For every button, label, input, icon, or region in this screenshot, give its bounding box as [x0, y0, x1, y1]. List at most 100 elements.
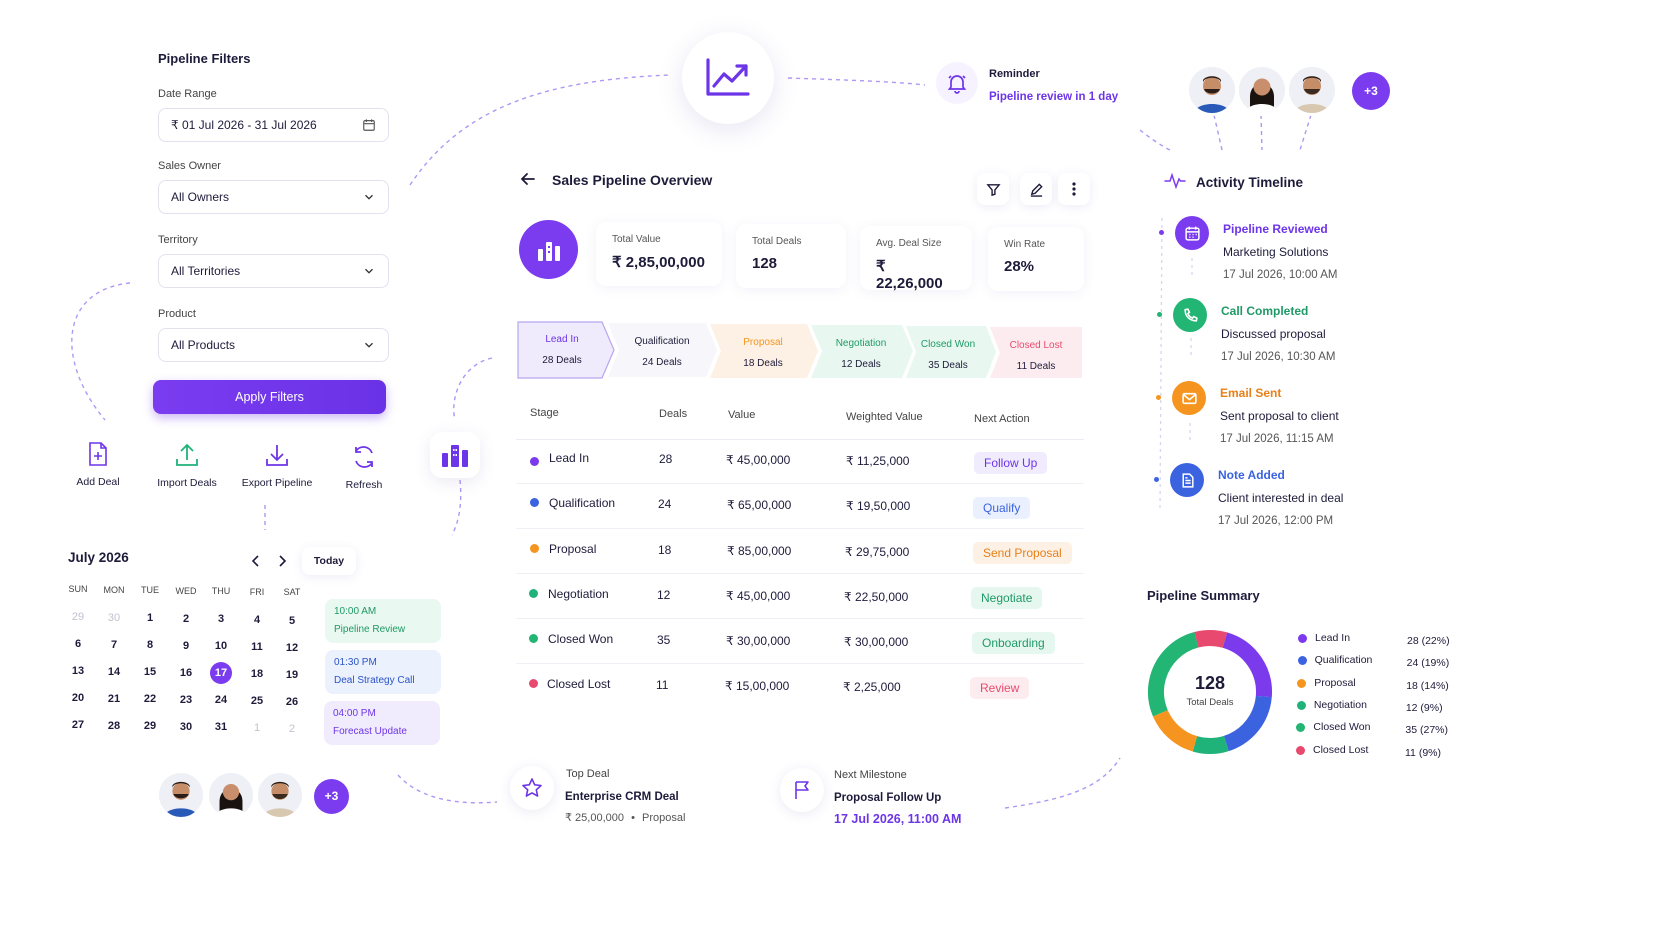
action-pill[interactable]: Onboarding	[972, 632, 1055, 654]
calendar-day[interactable]: 19	[285, 668, 299, 681]
stage-negotiation[interactable]: Negotiation 12 Deals	[816, 326, 906, 382]
apply-filters-button[interactable]: Apply Filters	[153, 380, 386, 414]
date-range-label: Date Range	[158, 88, 217, 100]
calendar-day[interactable]: 3	[217, 613, 225, 626]
calendar-day[interactable]: 2	[288, 722, 296, 735]
donut-slice-negotiation[interactable]	[1144, 626, 1276, 758]
calendar-day[interactable]: 26	[285, 695, 299, 708]
stage-closed-lost[interactable]: Closed Lost 11 Deals	[994, 328, 1078, 384]
calendar-day[interactable]: 29	[71, 611, 85, 623]
calendar-day[interactable]: 30	[107, 611, 121, 624]
calendar-day[interactable]: 15	[143, 666, 157, 679]
calendar-day[interactable]: 1	[146, 612, 154, 625]
product-select[interactable]: All Products	[158, 328, 389, 362]
calendar-day[interactable]: 14	[107, 665, 121, 678]
today-button[interactable]: Today	[302, 547, 356, 575]
calendar-day[interactable]: 24	[214, 694, 228, 707]
calendar-day[interactable]: 4	[253, 614, 261, 626]
table-row[interactable]: Proposal 18 ₹ 85,00,000 ₹ 29,75,000 Send…	[516, 530, 1084, 574]
avatar	[156, 770, 206, 820]
prev-month-button[interactable]	[248, 553, 264, 569]
calendar-day[interactable]: 28	[107, 719, 121, 732]
calendar-day[interactable]: 21	[107, 692, 121, 705]
table-row[interactable]: Negotiation 12 ₹ 45,00,000 ₹ 22,50,000 N…	[516, 575, 1084, 619]
calendar-day[interactable]: 17	[210, 662, 232, 685]
donut-slice-closed-won[interactable]	[1144, 626, 1276, 758]
refresh-button[interactable]: Refresh	[324, 443, 404, 491]
table-row[interactable]: Closed Lost 11 ₹ 15,00,000 ₹ 2,25,000 Re…	[516, 665, 1084, 709]
timeline-item[interactable]: Note Added Client interested in deal 17 …	[1218, 468, 1418, 527]
calendar-day[interactable]: 29	[143, 720, 157, 733]
timeline-icon-badge	[1172, 381, 1206, 415]
calendar-day[interactable]: 7	[110, 638, 118, 651]
calendar-day[interactable]: 11	[251, 641, 263, 653]
row-stage: Closed Won	[548, 632, 614, 646]
timeline-item[interactable]: Call Completed Discussed proposal 17 Jul…	[1221, 304, 1421, 363]
calendar-day[interactable]: 18	[250, 668, 264, 680]
row-deals: 28	[659, 452, 673, 466]
calendar-day[interactable]: 8	[146, 639, 154, 652]
calendar-day[interactable]: 27	[71, 719, 85, 731]
next-month-button[interactable]	[274, 553, 290, 569]
stage-closed-won[interactable]: Closed Won 35 Deals	[906, 327, 990, 383]
event-pipeline-review[interactable]: 10:00 AM Pipeline Review	[325, 599, 441, 643]
calendar-day[interactable]: 20	[71, 692, 85, 704]
calendar-day[interactable]: 2	[182, 612, 190, 625]
event-deal-strategy-call[interactable]: 01:30 PM Deal Strategy Call	[325, 650, 441, 694]
table-row[interactable]: Qualification 24 ₹ 65,00,000 ₹ 19,50,000…	[516, 485, 1084, 529]
more-members-badge[interactable]: +3	[314, 779, 349, 814]
timeline-item[interactable]: Pipeline Reviewed Marketing Solutions 17…	[1223, 222, 1423, 281]
action-pill[interactable]: Follow Up	[974, 452, 1048, 474]
action-pill[interactable]: Review	[970, 677, 1030, 699]
edit-button[interactable]	[1020, 173, 1052, 205]
more-members-badge[interactable]: +3	[1352, 72, 1390, 110]
import-deals-button[interactable]: Import Deals	[147, 441, 227, 489]
filter-button[interactable]	[977, 173, 1009, 205]
calendar-day[interactable]: 12	[285, 641, 299, 654]
calendar-day[interactable]: 30	[179, 720, 193, 733]
calendar-day[interactable]: 9	[182, 639, 190, 652]
more-options-button[interactable]	[1058, 173, 1090, 205]
calendar-day[interactable]: 31	[214, 721, 228, 734]
team-avatars-top[interactable]: +3	[1186, 62, 1406, 118]
team-avatars-bottom[interactable]: +3	[156, 770, 356, 824]
top-deal-card[interactable]: Top Deal Enterprise CRM Deal ₹ 25,00,000…	[510, 760, 740, 830]
table-row[interactable]: Lead In 28 ₹ 45,00,000 ₹ 11,25,000 Follo…	[516, 440, 1084, 484]
milestone-card[interactable]: Next Milestone Proposal Follow Up 17 Jul…	[780, 762, 1000, 832]
territory-select[interactable]: All Territories	[158, 254, 389, 288]
calendar-day[interactable]: 23	[179, 693, 193, 706]
back-arrow-icon[interactable]	[519, 170, 537, 188]
calendar-day[interactable]: 5	[288, 614, 296, 627]
date-range-input[interactable]: ₹ 01 Jul 2026 - 31 Jul 2026	[158, 108, 389, 142]
action-pill[interactable]: Send Proposal	[973, 542, 1072, 564]
action-pill[interactable]: Negotiate	[971, 587, 1043, 609]
calendar-day[interactable]: 13	[71, 665, 85, 677]
stage-lead-in[interactable]: Lead In 28 Deals	[522, 322, 602, 378]
stage-proposal[interactable]: Proposal 18 Deals	[718, 325, 808, 381]
reminder-text[interactable]: Pipeline review in 1 day	[989, 91, 1119, 103]
calendar-day[interactable]: 1	[253, 722, 261, 734]
calendar-day[interactable]: 22	[143, 693, 157, 706]
calendar-day[interactable]: 6	[74, 638, 82, 650]
table-row[interactable]: Closed Won 35 ₹ 30,00,000 ₹ 30,00,000 On…	[516, 620, 1084, 664]
calendar-day[interactable]: 10	[214, 640, 228, 653]
calendar-day[interactable]: 16	[179, 666, 193, 679]
calendar-day[interactable]: 25	[250, 695, 264, 707]
stage-qualification[interactable]: Qualification 24 Deals	[617, 324, 707, 380]
donut-slice-qualification[interactable]	[1144, 626, 1276, 758]
action-pill[interactable]: Qualify	[973, 497, 1031, 519]
sales-owner-select[interactable]: All Owners	[158, 180, 389, 214]
export-pipeline-button[interactable]: Export Pipeline	[237, 441, 317, 489]
timeline-item-title: Pipeline Reviewed	[1223, 222, 1328, 236]
event-forecast-update[interactable]: 04:00 PM Forecast Update	[324, 701, 440, 745]
add-deal-button[interactable]: Add Deal	[58, 440, 138, 488]
timeline-item[interactable]: Email Sent Sent proposal to client 17 Ju…	[1220, 386, 1420, 445]
donut-slice-closed-lost[interactable]	[1144, 626, 1276, 758]
row-stage: Lead In	[549, 451, 590, 465]
